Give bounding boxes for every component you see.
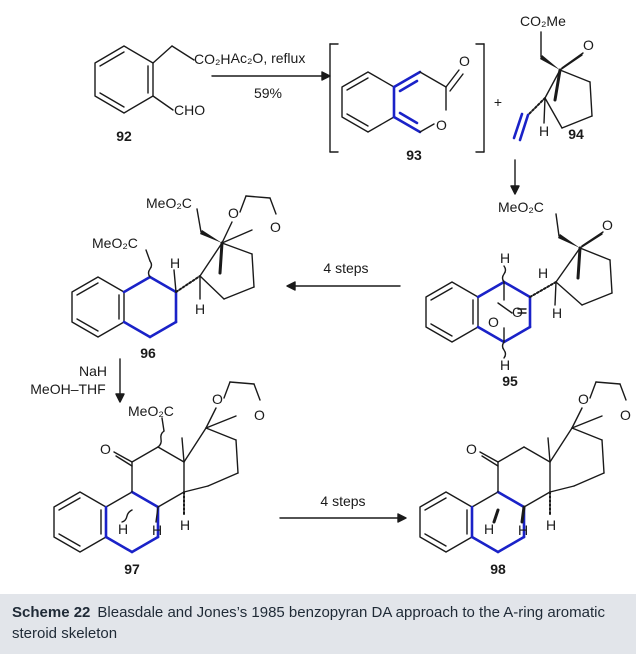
structure-92 [94, 45, 195, 114]
compound-number-96: 96 [140, 345, 156, 361]
reagent-step2: 4 steps [323, 260, 368, 276]
atom-label-h-95-mid: H [552, 305, 562, 321]
atom-label-h-95-right: H [538, 265, 548, 281]
structure-95 [425, 213, 613, 359]
atom-label-o-ketone-97: O [100, 441, 111, 457]
atom-label-h-98-mid: H [518, 522, 528, 538]
caption-label: Scheme 22 [12, 604, 91, 621]
atom-label-o-carbonyl-93: O [459, 53, 470, 69]
arrow-step-1 [211, 71, 331, 81]
atom-label-o-carbonyl-95: O [512, 304, 523, 320]
compound-number-97: 97 [124, 561, 140, 577]
atom-label-meo2c-97: MeO₂C [128, 403, 174, 419]
arrow-step-5 [279, 513, 407, 523]
structure-96 [71, 195, 277, 339]
arrow-step-4 [115, 358, 125, 403]
structure-93 [329, 43, 485, 153]
atom-label-o-ketal-97-a: O [212, 391, 223, 407]
reagent-step1-line1: Ac₂O, reflux [231, 50, 306, 66]
atom-label-h-95-top: H [500, 250, 510, 266]
structure-97 [53, 381, 261, 554]
atom-label-o-ketal-98-b: O [620, 407, 631, 423]
atom-label-meo2c-96-top: MeO₂C [146, 195, 192, 211]
atom-label-o-ketal-98-a: O [578, 391, 589, 407]
atom-label-h-95-bottom: H [500, 357, 510, 373]
atom-label-cho: CHO [174, 102, 205, 118]
structure-98 [419, 381, 627, 554]
atom-label-h-97-left: H [118, 521, 128, 537]
structure-94 [512, 31, 593, 142]
plus-sign: + [494, 94, 502, 110]
reaction-scheme: CO₂H CHO 92 Ac₂O, reflux 59% O O 93 + CO… [30, 13, 631, 577]
atom-label-h-97-right: H [180, 517, 190, 533]
atom-label-h-98-right: H [546, 517, 556, 533]
atom-label-o-bridge-95: O [488, 314, 499, 330]
atom-label-h-94: H [539, 123, 549, 139]
reagent-step3-line1: NaH [79, 363, 107, 379]
compound-number-98: 98 [490, 561, 506, 577]
compound-number-93: 93 [406, 147, 422, 163]
caption-text: Bleasdale and Jones’s 1985 benzopyran DA… [12, 604, 605, 642]
compound-number-95: 95 [502, 373, 518, 389]
atom-label-o-ketal-96-b: O [270, 219, 281, 235]
atom-label-h-96-top: H [170, 255, 180, 271]
atom-label-o-ketal-97-b: O [254, 407, 265, 423]
compound-number-94: 94 [568, 126, 584, 142]
atom-label-o-ketal-96-a: O [228, 205, 239, 221]
atom-label-co2h: CO₂H [194, 51, 231, 67]
arrow-step-3 [286, 281, 401, 291]
compound-number-92: 92 [116, 128, 132, 144]
atom-label-o-ketone-94: O [583, 37, 594, 53]
arrow-step-2 [510, 159, 520, 195]
atom-label-meo2c-95: MeO₂C [498, 199, 544, 215]
reagent-step4: 4 steps [320, 493, 365, 509]
atom-label-h-98-left: H [484, 521, 494, 537]
reagent-step1-line2: 59% [254, 85, 282, 101]
atom-label-o-ring-93: O [436, 117, 447, 133]
reagent-step3-line2: MeOH–THF [30, 381, 105, 397]
atom-label-meo2c-96-ring: MeO₂C [92, 235, 138, 251]
atom-label-h-97-mid: H [152, 522, 162, 538]
atom-label-h-96-bottom: H [195, 301, 205, 317]
atom-label-o-ketone-98: O [466, 441, 477, 457]
atom-label-o-ketone-95: O [602, 217, 613, 233]
atom-label-co2me: CO₂Me [520, 13, 566, 29]
